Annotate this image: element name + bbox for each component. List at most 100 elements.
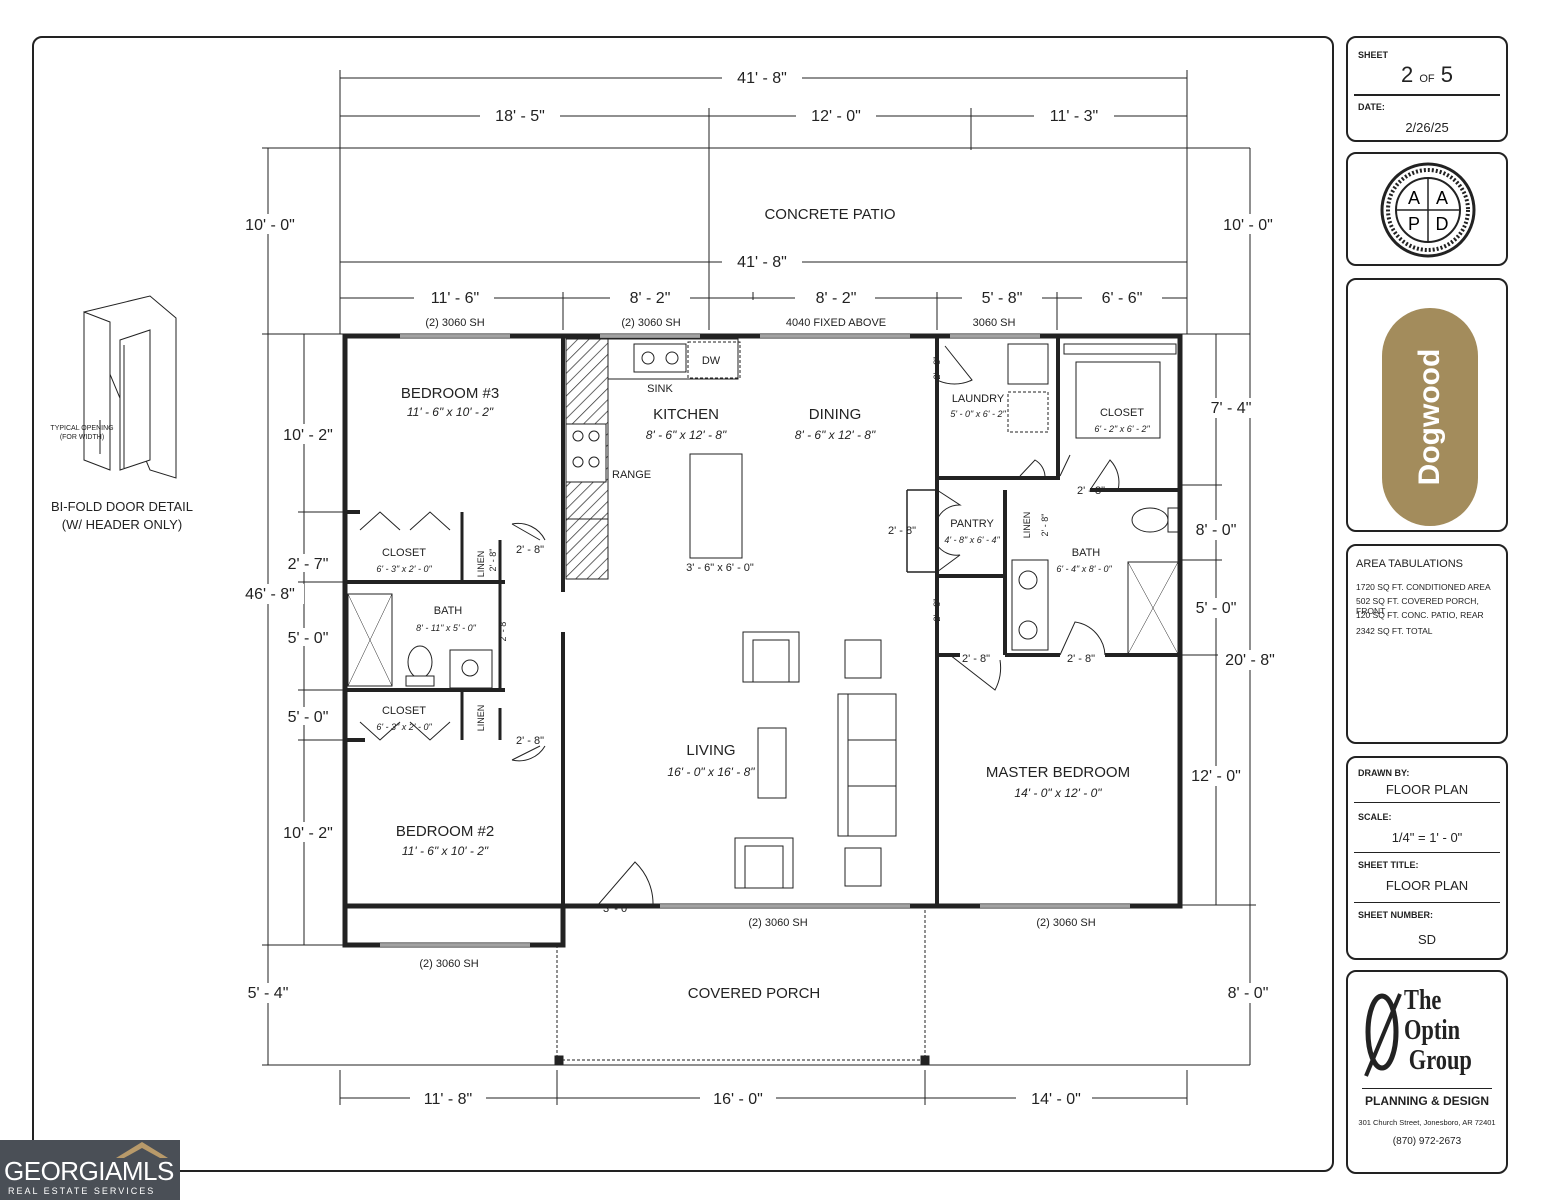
linen2-label: LINEN bbox=[476, 705, 486, 732]
sheet-box: SHEET 2 OF 5 DATE: 2/26/25 bbox=[1346, 36, 1508, 142]
master-bath-label: BATH bbox=[1072, 547, 1101, 559]
dim-l-total: 46' - 8" bbox=[245, 586, 295, 603]
window-labels: (2) 3060 SH (2) 3060 SH 4040 FIXED ABOVE… bbox=[419, 317, 1095, 970]
company-name: The Optin Group bbox=[1404, 986, 1486, 1076]
window-glazing bbox=[380, 335, 1130, 946]
closet1-size: 6' - 3" x 2' - 0" bbox=[376, 564, 432, 574]
dim-total-top: 41' - 8" bbox=[737, 70, 787, 87]
dim-patio-width: 41' - 8" bbox=[737, 254, 787, 271]
bath1-size: 8' - 11" x 5' - 0" bbox=[416, 623, 476, 633]
dim-l-bed3: 10' - 2" bbox=[283, 427, 333, 444]
roof-icon bbox=[116, 1142, 168, 1158]
seal-logo: A A P D bbox=[1380, 162, 1476, 258]
closet1-label: CLOSET bbox=[382, 547, 426, 559]
seal-letter: A bbox=[1408, 188, 1420, 208]
window-label: (2) 3060 SH bbox=[419, 958, 478, 970]
bath-fixtures bbox=[347, 343, 1179, 689]
dim-bot-c: 14' - 0" bbox=[1031, 1091, 1081, 1108]
seal-box: A A P D bbox=[1346, 152, 1508, 266]
kitchen-label: KITCHEN bbox=[653, 406, 719, 423]
island-label: 3' - 6" x 6' - 0" bbox=[686, 562, 754, 574]
divider bbox=[1354, 802, 1500, 803]
dim-row2-a: 11' - 6" bbox=[431, 290, 479, 307]
master-linen-label: LINEN bbox=[1022, 512, 1032, 539]
sheet-number: 2 bbox=[1400, 62, 1414, 87]
bifold-door-detail bbox=[83, 295, 177, 479]
living-label: LIVING bbox=[686, 742, 735, 759]
dim-r-total: 20' - 8" bbox=[1225, 652, 1275, 669]
dim-r-master: 12' - 0" bbox=[1191, 768, 1241, 785]
bath1-door-dim: 2' - 8" bbox=[498, 619, 508, 642]
linen2-door-dim: 2' - 8" bbox=[516, 735, 544, 747]
dim-bot-a: 11' - 8" bbox=[424, 1091, 472, 1108]
dim-row2-d: 5' - 8" bbox=[982, 290, 1023, 307]
master-bedroom-label: MASTER BEDROOM bbox=[986, 764, 1130, 781]
sheet-total: 5 bbox=[1440, 62, 1454, 87]
company-address: 301 Church Street, Jonesboro, AR 72401 bbox=[1358, 1118, 1496, 1127]
plan-name: Dogwood bbox=[1413, 348, 1446, 486]
patio-label: CONCRETE PATIO bbox=[764, 206, 895, 223]
sheet-of: OF bbox=[1419, 73, 1435, 85]
plan-name-badge: Dogwood bbox=[1382, 308, 1478, 526]
dim-l-bath: 5' - 0" bbox=[288, 630, 329, 647]
plan-name-box: Dogwood bbox=[1346, 278, 1508, 532]
dishwasher-label: DW bbox=[702, 355, 721, 367]
laundry-size: 5' - 0" x 6' - 2" bbox=[950, 409, 1006, 419]
master-closet-label: CLOSET bbox=[1100, 407, 1144, 419]
dim-left-patio: 10' - 0" bbox=[245, 217, 295, 234]
area-line: 1720 SQ FT. CONDITIONED AREA bbox=[1356, 582, 1491, 592]
company-name-line1: The Optin bbox=[1404, 985, 1461, 1046]
detail-label-1: TYPICAL OPENING bbox=[50, 425, 113, 432]
georgiamls-watermark: GEORGIAMLS REAL ESTATE SERVICES bbox=[0, 1140, 180, 1200]
detail-title-2: (W/ HEADER ONLY) bbox=[62, 517, 182, 532]
sink-label: SINK bbox=[647, 383, 673, 395]
sheet-count: 2 OF 5 bbox=[1348, 62, 1506, 88]
bedroom2-size: 11' - 6" x 10' - 2" bbox=[402, 844, 489, 858]
sheet-title-value: FLOOR PLAN bbox=[1385, 878, 1469, 893]
hall-door-dim: 2' - 8" bbox=[932, 599, 942, 622]
laundry-label: LAUNDRY bbox=[952, 393, 1005, 405]
pantry-size: 4' - 8" x 6' - 4" bbox=[944, 535, 1000, 545]
dimension-lines bbox=[262, 70, 1256, 1105]
living-furniture bbox=[734, 631, 897, 889]
area-line: 120 SQ FT. CONC. PATIO, REAR bbox=[1356, 610, 1484, 620]
living-size: 16' - 0" x 16' - 8" bbox=[667, 765, 755, 779]
doors bbox=[359, 345, 1120, 907]
dining-size: 8' - 6" x 12' - 8" bbox=[795, 428, 876, 442]
sheet-label: SHEET bbox=[1358, 50, 1389, 60]
company-name-line2: Group bbox=[1408, 1045, 1472, 1076]
closet2-size: 6' - 3" x 2' - 0" bbox=[376, 722, 432, 732]
dining-label: DINING bbox=[809, 406, 862, 423]
master-bath-door-dim: 2' - 8" bbox=[1067, 653, 1095, 665]
dim-l-closet2: 5' - 0" bbox=[288, 709, 329, 726]
kitchen-fixtures bbox=[565, 338, 743, 580]
divider bbox=[1354, 902, 1500, 903]
dim-l-closet: 2' - 7" bbox=[288, 556, 329, 573]
info-box: DRAWN BY: FLOOR PLAN SCALE: 1/4" = 1' - … bbox=[1346, 756, 1508, 960]
linen1-label: LINEN bbox=[476, 551, 486, 578]
dim-right-patio: 10' - 0" bbox=[1223, 217, 1273, 234]
pantry-label: PANTRY bbox=[950, 518, 994, 530]
bedroom2-label: BEDROOM #2 bbox=[396, 823, 494, 840]
detail-label-2: (FOR WIDTH) bbox=[60, 434, 104, 441]
window-label: (2) 3060 SH bbox=[748, 917, 807, 929]
dim-l-bed2: 10' - 2" bbox=[283, 825, 333, 842]
sheet-title-label: SHEET TITLE: bbox=[1358, 860, 1419, 870]
master-bath-size: 6' - 4" x 8' - 0" bbox=[1056, 564, 1112, 574]
watermark-sub: REAL ESTATE SERVICES bbox=[8, 1186, 156, 1196]
area-line: 502 SQ FT. COVERED PORCH, FRONT bbox=[1356, 596, 1479, 616]
dimension-labels: 41' - 8" 18' - 5" 12' - 0" 11' - 3" CONC… bbox=[236, 68, 1282, 1108]
seal-letter: A bbox=[1436, 188, 1448, 208]
dim-row2-c: 8' - 2" bbox=[816, 290, 857, 307]
kitchen-size: 8' - 6" x 12' - 8" bbox=[646, 428, 727, 442]
dim-row2-b: 8' - 2" bbox=[630, 290, 671, 307]
drawing-frame bbox=[32, 36, 1334, 1172]
pantry-side-dim: 2' - 8" bbox=[888, 525, 916, 537]
company-phone: (870) 972-2673 bbox=[1392, 1136, 1462, 1147]
bath1-label: BATH bbox=[434, 605, 463, 617]
window-label: 4040 FIXED ABOVE bbox=[786, 317, 886, 329]
bedroom3-label: BEDROOM #3 bbox=[401, 385, 499, 402]
area-line: 2342 SQ FT. TOTAL bbox=[1356, 626, 1433, 636]
laundry-door-dim: 2' - 8" bbox=[932, 357, 942, 380]
optin-logo-icon bbox=[1364, 993, 1402, 1077]
